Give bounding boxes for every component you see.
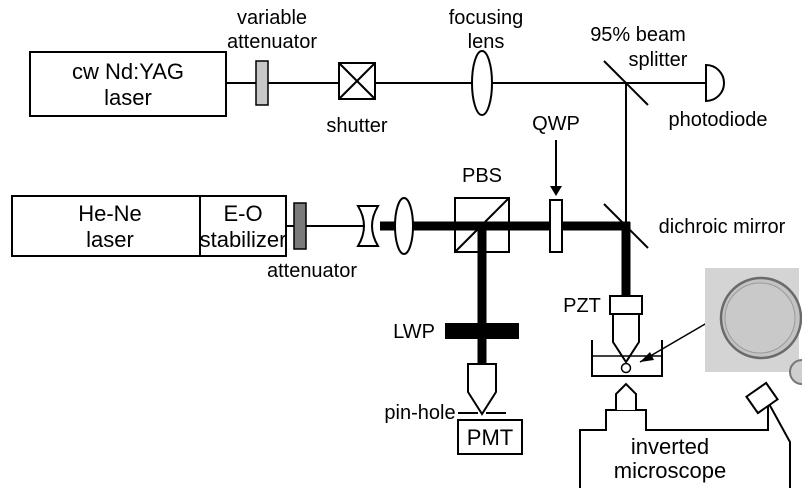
qwp-plate xyxy=(549,199,563,253)
dichroic-mirror xyxy=(603,203,649,249)
pmt-box xyxy=(457,419,523,455)
shutter-icon xyxy=(338,62,376,100)
attenuator-label: attenuator xyxy=(267,260,357,282)
collimating-lens xyxy=(394,197,414,255)
beam-splitter xyxy=(603,60,649,106)
pbs-label: PBS xyxy=(462,165,502,187)
ndyag-laser-label-1: cw Nd:YAG xyxy=(72,59,184,84)
photodiode-label: photodiode xyxy=(669,109,768,131)
eo-stabilizer-box xyxy=(199,195,287,257)
qwp-arrowhead-icon xyxy=(550,186,562,196)
pin-hole-label: pin-hole xyxy=(384,402,455,424)
lwp-label: LWP xyxy=(393,321,435,343)
qwp-label: QWP xyxy=(532,113,580,135)
lwp-filter xyxy=(445,323,519,339)
pmt-label: PMT xyxy=(467,425,513,450)
microscope-label-1: inverted xyxy=(631,434,709,459)
detection-objective-icon xyxy=(467,363,497,416)
pzt-label: PZT xyxy=(563,295,601,317)
microscope-label-2: microscope xyxy=(614,458,726,483)
photodiode-icon xyxy=(705,63,725,103)
sample-dish xyxy=(591,340,663,377)
ndyag-laser-label-2: laser xyxy=(104,85,152,110)
beam-splitter-label-2: splitter xyxy=(629,49,688,71)
variable-attenuator-label-1: variable xyxy=(237,7,307,29)
he-ne-laser-label-1: He-Ne xyxy=(78,201,142,226)
focusing-lens-label-1: focusing xyxy=(449,7,524,29)
attenuator xyxy=(293,202,307,250)
variable-attenuator xyxy=(255,60,269,106)
shutter-label: shutter xyxy=(326,115,387,137)
focusing-lens-label-2: lens xyxy=(468,31,505,53)
ndyag-laser-box xyxy=(29,51,227,117)
he-ne-laser-label-2: laser xyxy=(86,227,134,252)
sample-objective-icon xyxy=(612,313,640,364)
micrograph-pointer xyxy=(639,319,713,363)
he-ne-laser-box xyxy=(11,195,208,257)
eo-stabilizer-label-1: E-O xyxy=(223,201,262,226)
beam-splitter-label-1: 95% beam xyxy=(590,24,686,46)
pzt-actuator xyxy=(609,295,643,315)
variable-attenuator-label-2: attenuator xyxy=(227,31,317,53)
dichroic-mirror-label: dichroic mirror xyxy=(659,216,786,238)
sample-droplet xyxy=(620,362,632,374)
focusing-lens xyxy=(471,50,493,116)
eo-stabilizer-label-2: stabilizer xyxy=(200,227,287,252)
pointer-arrowhead-icon xyxy=(640,352,654,362)
inverted-microscope-outline xyxy=(579,381,791,488)
concave-lens xyxy=(356,205,380,247)
droplet-micrograph xyxy=(705,268,802,385)
